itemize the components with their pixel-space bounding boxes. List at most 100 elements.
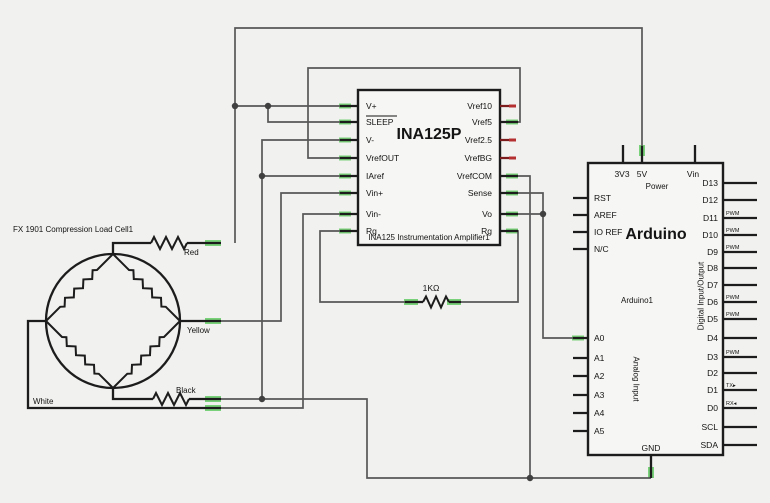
pin-tag-d11-pwm: PWM (726, 211, 740, 217)
pin-label-d10: D10 (702, 230, 718, 240)
pin-label-a3: A3 (594, 390, 605, 400)
pin-label-d11: D11 (703, 213, 718, 223)
junction-dot (258, 395, 266, 403)
pin-label-d12: D12 (702, 195, 718, 205)
lead-label-black: Black (176, 386, 197, 395)
wire-vrefcom-gnd[interactable] (518, 175, 531, 478)
arduino-instance-label: Arduino1 (621, 296, 654, 305)
pin-label-scl: SCL (701, 422, 718, 432)
bridge-resistor-bottom-right (112, 320, 181, 389)
wire-vminus-gnd[interactable] (261, 139, 340, 399)
arduino-top-pin-stubs (621, 145, 697, 163)
lead-label-red: Red (184, 248, 199, 257)
junction-dot (231, 102, 239, 110)
pin-label-vref25: Vref2.5 (465, 135, 492, 145)
net-wires (221, 27, 651, 479)
arduino-left-pin-stubs (573, 196, 588, 433)
pin-label-vinplus: Vin+ (366, 188, 383, 198)
pin-label-sense: Sense (468, 188, 492, 198)
pin-label-a4: A4 (594, 408, 605, 418)
junction-dot (526, 474, 534, 482)
wire-vrefout-vref5[interactable] (307, 67, 521, 159)
pin-label-vref5: Vref5 (472, 117, 492, 127)
resistor-zigzag (422, 294, 450, 310)
bridge-resistor-bottom-left (45, 320, 114, 389)
ina125-subtitle: INA125 Instrumentation Amplifier1 (368, 233, 490, 242)
pin-label-d0: D0 (707, 403, 718, 413)
pin-label-vrefbg: VrefBG (464, 153, 492, 163)
pin-label-3v3: 3V3 (614, 169, 629, 179)
arduino-board[interactable]: 3V3 5V Vin Power RST AREF IO REF N/C A0 … (573, 145, 757, 478)
lead-label-yellow: Yellow (187, 326, 210, 335)
pin-label-d5: D5 (707, 314, 718, 324)
wire-gnd-bus[interactable] (221, 398, 651, 479)
pin-label-vinminus: Vin- (366, 209, 381, 219)
pin-label-d9: D9 (707, 247, 718, 257)
arduino-title: Arduino (625, 226, 687, 243)
pin-tag-d6-pwm: PWM (726, 295, 740, 301)
pin-label-gnd: GND (642, 443, 661, 453)
junction-dot (258, 172, 266, 180)
bridge-resistor-top-left (45, 253, 114, 322)
pin-label-aref: AREF (594, 210, 617, 220)
pin-label-d2: D2 (707, 368, 718, 378)
pin-label-rst: RST (594, 193, 611, 203)
pin-label-rg-left: Rg (366, 226, 377, 236)
ina125-chip[interactable]: V+ SLEEP V- VrefOUT IAref Vin+ Vin- Rg V… (340, 88, 518, 247)
pin-label-d6: D6 (707, 297, 718, 307)
pin-tag-d9-pwm: PWM (726, 245, 740, 251)
digital-section-label: Digital Input/Output (697, 261, 706, 330)
ina125-left-pin-stubs (340, 104, 358, 233)
pin-label-vref10: Vref10 (467, 101, 492, 111)
ina125-unconnected-tips (509, 104, 516, 160)
pin-label-d7: D7 (707, 280, 718, 290)
pin-label-d8: D8 (707, 263, 718, 273)
lead-label-white: White (33, 397, 54, 406)
wire-vinplus-yellow[interactable] (221, 192, 340, 322)
arduino-right-pin-stubs (723, 181, 757, 447)
pin-tag-d1-tx: TX▸ (726, 383, 736, 389)
pin-tag-d10-pwm: PWM (726, 228, 740, 234)
wire-sense-a0[interactable] (518, 192, 573, 339)
bridge-resistor-top-right (112, 253, 181, 322)
pin-label-sda: SDA (701, 440, 719, 450)
pin-label-nc: N/C (594, 244, 609, 254)
lead-red-start (111, 241, 151, 254)
resistor-value: 1KΩ (423, 283, 440, 293)
pin-label-vo: Vo (482, 209, 492, 219)
lead-black-resistor (152, 390, 190, 408)
wire-rg-left-loop[interactable] (319, 230, 405, 303)
pin-label-vin: Vin (687, 169, 699, 179)
pin-label-sleep: SLEEP (366, 117, 394, 127)
pin-label-d1: D1 (707, 385, 718, 395)
junction-dots (231, 102, 547, 482)
pin-label-rg-right: Rg (481, 226, 492, 236)
pin-label-vrefout: VrefOUT (366, 153, 399, 163)
lead-black-start (111, 388, 153, 401)
ina125-unconnected-stubs (500, 104, 515, 160)
pin-label-vplus: V+ (366, 101, 377, 111)
lead-white (26, 319, 221, 410)
resistor-1k[interactable]: 1KΩ (405, 283, 461, 310)
wire-vinminus-white[interactable] (221, 213, 340, 409)
ina125-body[interactable] (356, 88, 502, 247)
load-cell[interactable]: FX 1901 Compression Load Cell1 Red Yello… (13, 225, 221, 410)
pin-tag-d0-rx: RX◂ (726, 401, 737, 407)
pin-label-a0: A0 (594, 333, 605, 343)
pin-label-vminus: V- (366, 135, 374, 145)
pin-label-d3: D3 (707, 352, 718, 362)
load-cell-body[interactable] (44, 252, 182, 390)
pin-label-5v: 5V (637, 169, 648, 179)
pin-label-d4: D4 (707, 333, 718, 343)
load-cell-title: FX 1901 Compression Load Cell1 (13, 225, 134, 234)
arduino-body[interactable] (586, 161, 725, 457)
lead-red-resistor (150, 234, 188, 252)
pin-label-d13: D13 (702, 178, 718, 188)
analog-section-label: Analog Input (632, 357, 641, 403)
pin-tag-d5-pwm: PWM (726, 312, 740, 318)
pin-label-a5: A5 (594, 426, 605, 436)
wire-5v-net[interactable] (234, 27, 643, 243)
wire-sleep-branch[interactable] (267, 106, 340, 123)
